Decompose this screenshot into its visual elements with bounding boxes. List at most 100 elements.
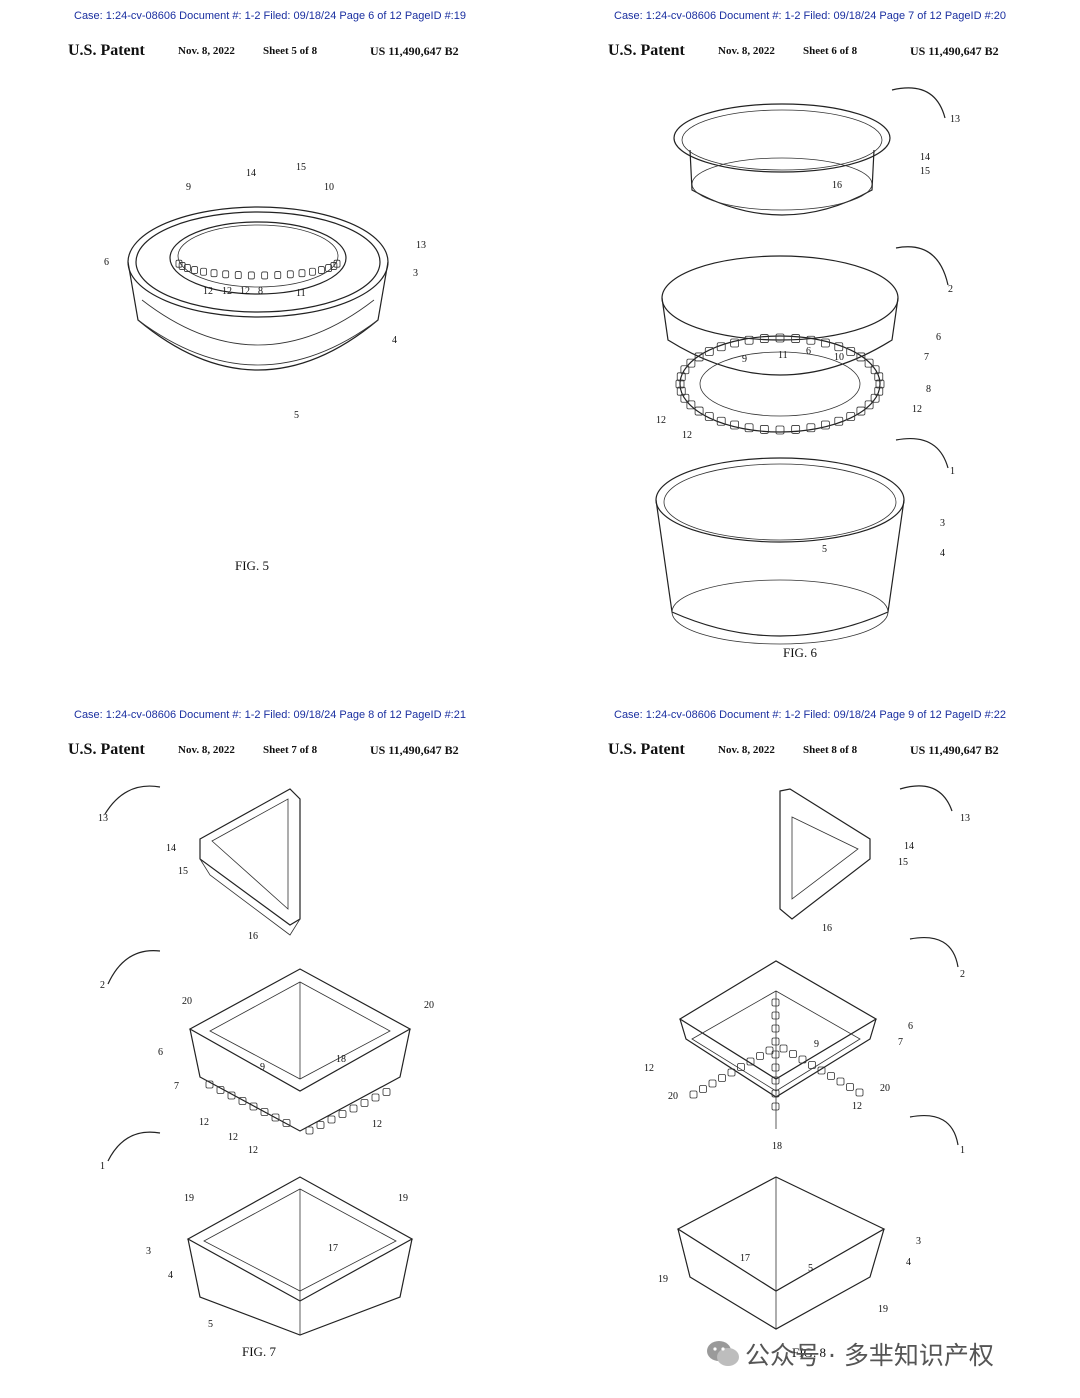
reference-numeral: 14 xyxy=(920,152,930,163)
reference-numeral: 4 xyxy=(906,1257,911,1268)
reference-numeral: 3 xyxy=(916,1236,921,1247)
reference-numeral: 9 xyxy=(814,1039,819,1050)
reference-numeral: 6 xyxy=(936,332,941,343)
patent-label: U.S. Patent xyxy=(68,42,145,59)
figure-caption: FIG. 5 xyxy=(235,558,269,573)
reference-numeral: 5 xyxy=(208,1319,213,1330)
reference-numeral: 20 xyxy=(182,996,192,1007)
reference-numeral: 12 xyxy=(228,1132,238,1143)
reference-numeral: 1 xyxy=(100,1161,105,1172)
reference-numeral: 12 xyxy=(912,404,922,415)
reference-numeral: 18 xyxy=(336,1054,346,1065)
patent-header: U.S. Patent Nov. 8, 2022 Sheet 6 of 8 US… xyxy=(608,42,1008,62)
patent-sheet-8: Case: 1:24-cv-08606 Document #: 1-2 File… xyxy=(540,699,1080,1398)
wechat-icon xyxy=(707,1341,739,1366)
reference-numeral: 13 xyxy=(950,114,960,125)
reference-numeral: 20 xyxy=(880,1083,890,1094)
patent-number: US 11,490,647 B2 xyxy=(910,44,999,58)
reference-numeral: 17 xyxy=(740,1253,750,1264)
reference-numeral: 12 xyxy=(656,415,666,426)
reference-numeral: 3 xyxy=(413,268,418,279)
reference-numeral: 1 xyxy=(960,1145,965,1156)
reference-numeral: 8 xyxy=(258,286,263,297)
reference-numeral: 2 xyxy=(960,969,965,980)
reference-numeral: 12 xyxy=(852,1101,862,1112)
wechat-watermark: 公众号 · 多芈知识产权 xyxy=(705,1336,1065,1376)
case-header: Case: 1:24-cv-08606 Document #: 1-2 File… xyxy=(614,10,1006,22)
reference-numeral: 13 xyxy=(416,240,426,251)
reference-numeral: 8 xyxy=(926,384,931,395)
reference-numeral: 15 xyxy=(178,866,188,877)
reference-numeral: 14 xyxy=(166,843,176,854)
patent-number: US 11,490,647 B2 xyxy=(910,743,999,757)
reference-numeral: 6 xyxy=(104,257,109,268)
patent-header: U.S. Patent Nov. 8, 2022 Sheet 5 of 8 US… xyxy=(68,42,468,62)
patent-label: U.S. Patent xyxy=(608,42,685,59)
reference-numeral: 14 xyxy=(904,841,914,852)
reference-numeral: 5 xyxy=(822,544,827,555)
reference-numeral: 2 xyxy=(948,284,953,295)
reference-numeral: 12 xyxy=(372,1119,382,1130)
sheet-number: Sheet 8 of 8 xyxy=(803,744,858,756)
reference-numeral: 12 xyxy=(222,286,232,297)
patent-sheet-6: Case: 1:24-cv-08606 Document #: 1-2 File… xyxy=(540,0,1080,699)
reference-numeral: 6 xyxy=(908,1021,913,1032)
reference-numeral: 12 xyxy=(644,1063,654,1074)
watermark-text: 公众号 · 多芈知识产权 xyxy=(745,1341,994,1370)
reference-numeral: 6 xyxy=(806,346,811,357)
reference-numeral: 5 xyxy=(808,1263,813,1274)
reference-numeral: 2 xyxy=(100,980,105,991)
sheet-number: Sheet 7 of 8 xyxy=(263,744,318,756)
reference-numeral: 20 xyxy=(668,1091,678,1102)
reference-numeral: 12 xyxy=(248,1145,258,1156)
reference-numeral: 19 xyxy=(184,1193,194,1204)
reference-numeral: 12 xyxy=(199,1117,209,1128)
reference-numeral: 12 xyxy=(240,286,250,297)
reference-numeral: 4 xyxy=(168,1270,173,1281)
reference-numeral: 7 xyxy=(924,352,929,363)
reference-numeral: 19 xyxy=(878,1304,888,1315)
reference-numeral: 17 xyxy=(328,1243,338,1254)
reference-numeral: 5 xyxy=(294,410,299,421)
reference-numeral: 16 xyxy=(822,923,832,934)
patent-number: US 11,490,647 B2 xyxy=(370,44,459,58)
reference-numeral: 1 xyxy=(950,466,955,477)
figure-caption: FIG. 8 xyxy=(792,1345,826,1360)
reference-numeral: 13 xyxy=(960,813,970,824)
patent-sheet-7: Case: 1:24-cv-08606 Document #: 1-2 File… xyxy=(0,699,540,1398)
reference-numeral: 12 xyxy=(682,430,692,441)
sheet-number: Sheet 6 of 8 xyxy=(803,45,858,57)
figure-caption: FIG. 6 xyxy=(783,645,817,660)
patent-label: U.S. Patent xyxy=(68,741,145,758)
case-header: Case: 1:24-cv-08606 Document #: 1-2 File… xyxy=(614,709,1006,721)
patent-date: Nov. 8, 2022 xyxy=(718,45,775,57)
patent-date: Nov. 8, 2022 xyxy=(718,744,775,756)
reference-numeral: 10 xyxy=(324,182,334,193)
patent-header: U.S. Patent Nov. 8, 2022 Sheet 7 of 8 US… xyxy=(68,741,468,761)
reference-numeral: 11 xyxy=(296,288,306,299)
reference-numeral: 4 xyxy=(940,548,945,559)
reference-numeral: 10 xyxy=(834,352,844,363)
figure-caption: FIG. 7 xyxy=(242,1344,276,1359)
patent-date: Nov. 8, 2022 xyxy=(178,744,235,756)
reference-numeral: 7 xyxy=(898,1037,903,1048)
reference-numeral: 13 xyxy=(98,813,108,824)
reference-numeral: 3 xyxy=(940,518,945,529)
reference-numeral: 16 xyxy=(832,180,842,191)
patent-label: U.S. Patent xyxy=(608,741,685,758)
patent-date: Nov. 8, 2022 xyxy=(178,45,235,57)
reference-numeral: 9 xyxy=(260,1062,265,1073)
reference-numeral: 11 xyxy=(778,350,788,361)
sheet-number: Sheet 5 of 8 xyxy=(263,45,318,57)
reference-numeral: 18 xyxy=(772,1141,782,1152)
reference-numeral: 16 xyxy=(248,931,258,942)
patent-number: US 11,490,647 B2 xyxy=(370,743,459,757)
reference-numeral: 19 xyxy=(658,1274,668,1285)
reference-numeral: 6 xyxy=(158,1047,163,1058)
reference-numeral: 19 xyxy=(398,1193,408,1204)
reference-numeral: 15 xyxy=(920,166,930,177)
